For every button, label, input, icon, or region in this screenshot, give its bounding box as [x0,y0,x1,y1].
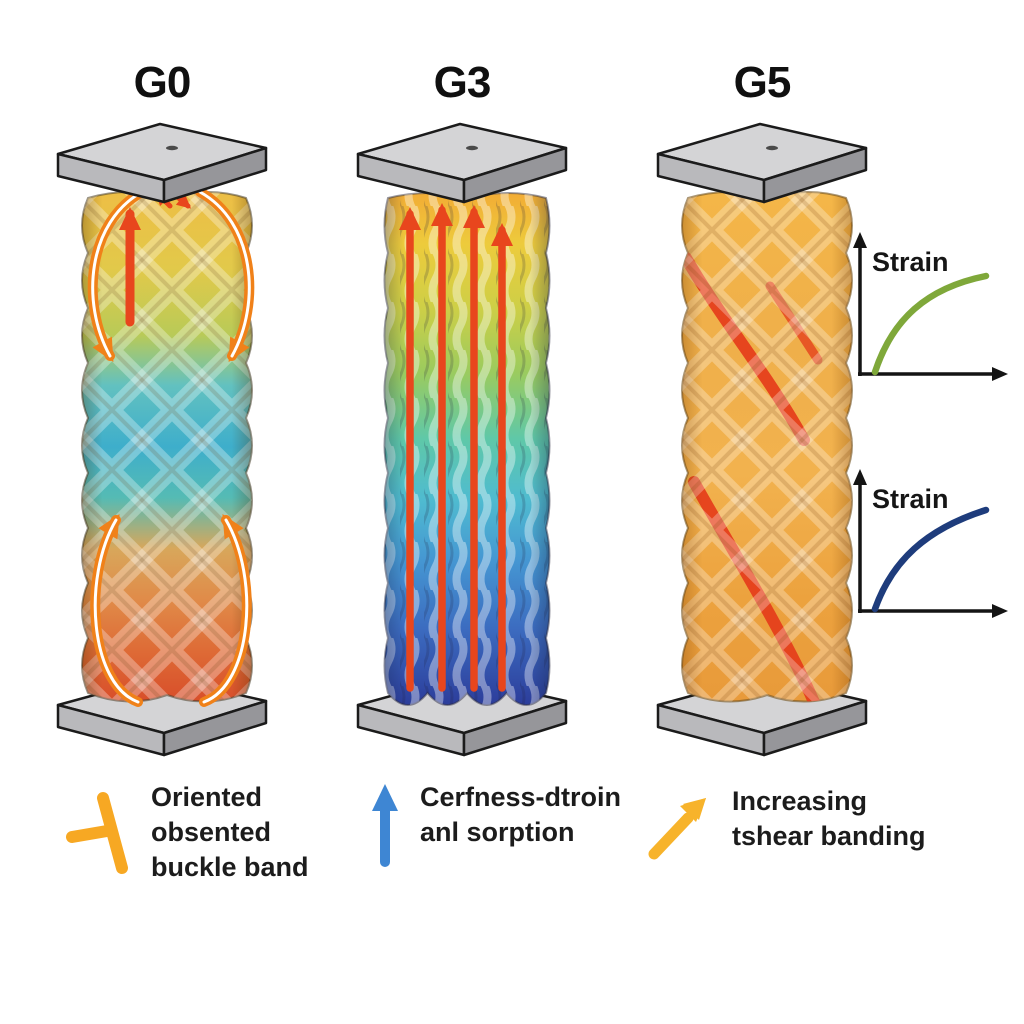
shear-arrow-icon [648,798,706,860]
panel-title-g3: G3 [433,58,492,107]
up-arrow-icon [372,784,398,867]
x-axis-arrow [992,604,1008,618]
buckle-band-icon [66,792,128,874]
x-axis-arrow [992,367,1008,381]
g5-braided-body [681,191,853,703]
strain-label: Strain [872,247,949,277]
panel-title-g5: G5 [733,58,792,107]
strain-label: Strain [872,484,949,514]
caption-g0-text: Oriented obsented buckle band [151,778,309,885]
caption-g3-text: Cerfness-dtroin anl sorption [420,778,621,850]
g3-column-figure [356,122,568,757]
caption-line: anl sorption [420,817,575,847]
g3-strand-body [383,192,551,706]
strain-curve-navy [871,506,990,613]
caption-line: tshear banding [732,821,926,851]
g0-top-plate [56,122,268,204]
strain-chart-top: Strain [853,232,1008,381]
caption-g0: Oriented obsented buckle band [62,778,309,885]
caption-line: buckle band [151,852,309,882]
caption-g5-text: Increasing tshear banding [732,782,926,854]
g0-column-figure [56,122,268,757]
g5-column-figure [656,122,868,757]
caption-line: obsented [151,817,272,847]
panel-title-g0: G0 [133,58,192,107]
strain-chart-bottom: Strain [853,469,1008,618]
y-axis-arrow [853,469,867,485]
strain-curve-green [871,272,990,376]
caption-g3: Cerfness-dtroin anl sorption [366,778,621,870]
caption-line: Cerfness-dtroin [420,782,622,812]
caption-g5: Increasing tshear banding [628,782,926,862]
g5-top-plate [656,122,868,204]
y-axis-arrow [853,232,867,248]
g0-braided-body [81,191,253,703]
g3-axial-arrows [399,203,513,692]
g3-top-plate [356,122,568,204]
caption-line: Increasing [732,786,868,816]
g0-buckling-arrows [87,174,255,707]
caption-line: Oriented [151,782,263,812]
